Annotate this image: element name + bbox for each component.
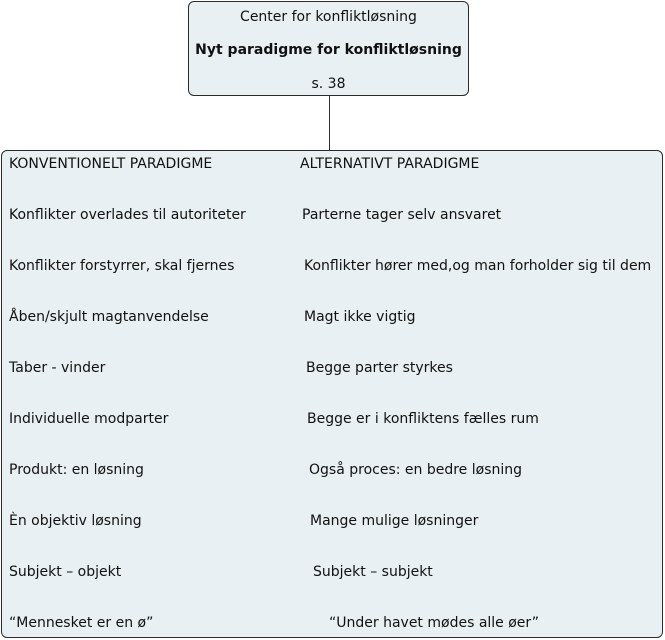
source-node[interactable]: Center for konfliktløsning Nyt paradigme… bbox=[188, 1, 469, 96]
conventional-item: Konflikter forstyrrer, skal fjernes bbox=[9, 258, 235, 274]
alternative-item: Magt ikke vigtig bbox=[304, 309, 416, 325]
alternative-item: Mange mulige løsninger bbox=[310, 513, 479, 529]
conventional-item: Konflikter overlades til autoriteter bbox=[9, 207, 246, 223]
conventional-item: “Mennesket er en ø” bbox=[9, 615, 154, 631]
alternative-item: Begge parter styrkes bbox=[306, 360, 453, 376]
alternative-item: “Under havet mødes alle øer” bbox=[329, 615, 540, 631]
alternative-item: Subjekt – subjekt bbox=[313, 564, 433, 580]
conventional-item: Individuelle modparter bbox=[9, 411, 169, 427]
alternative-header: ALTERNATIVT PARADIGME bbox=[300, 156, 480, 172]
alternative-item: Også proces: en bedre løsning bbox=[309, 462, 523, 478]
conventional-item: Produkt: en løsning bbox=[9, 462, 144, 478]
conventional-item: Taber - vinder bbox=[9, 360, 106, 376]
alternative-item: Parterne tager selv ansvaret bbox=[302, 207, 502, 223]
source-page-label: s. 38 bbox=[311, 76, 346, 92]
paradigm-comparison-node[interactable]: KONVENTIONELT PARADIGME ALTERNATIVT PARAD… bbox=[1, 150, 663, 638]
alternative-item: Begge er i konfliktens fælles rum bbox=[307, 411, 539, 427]
conventional-header: KONVENTIONELT PARADIGME bbox=[9, 156, 213, 172]
conventional-item: Subjekt – objekt bbox=[9, 564, 122, 580]
alternative-item: Konflikter hører med,og man forholder si… bbox=[304, 258, 652, 274]
node-connector-line bbox=[329, 96, 330, 151]
conventional-item: Èn objektiv løsning bbox=[9, 513, 142, 529]
source-title: Nyt paradigme for konfliktløsning bbox=[195, 42, 462, 58]
source-org-label: Center for konfliktløsning bbox=[240, 9, 417, 25]
conventional-item: Åben/skjult magtanvendelse bbox=[9, 309, 209, 325]
